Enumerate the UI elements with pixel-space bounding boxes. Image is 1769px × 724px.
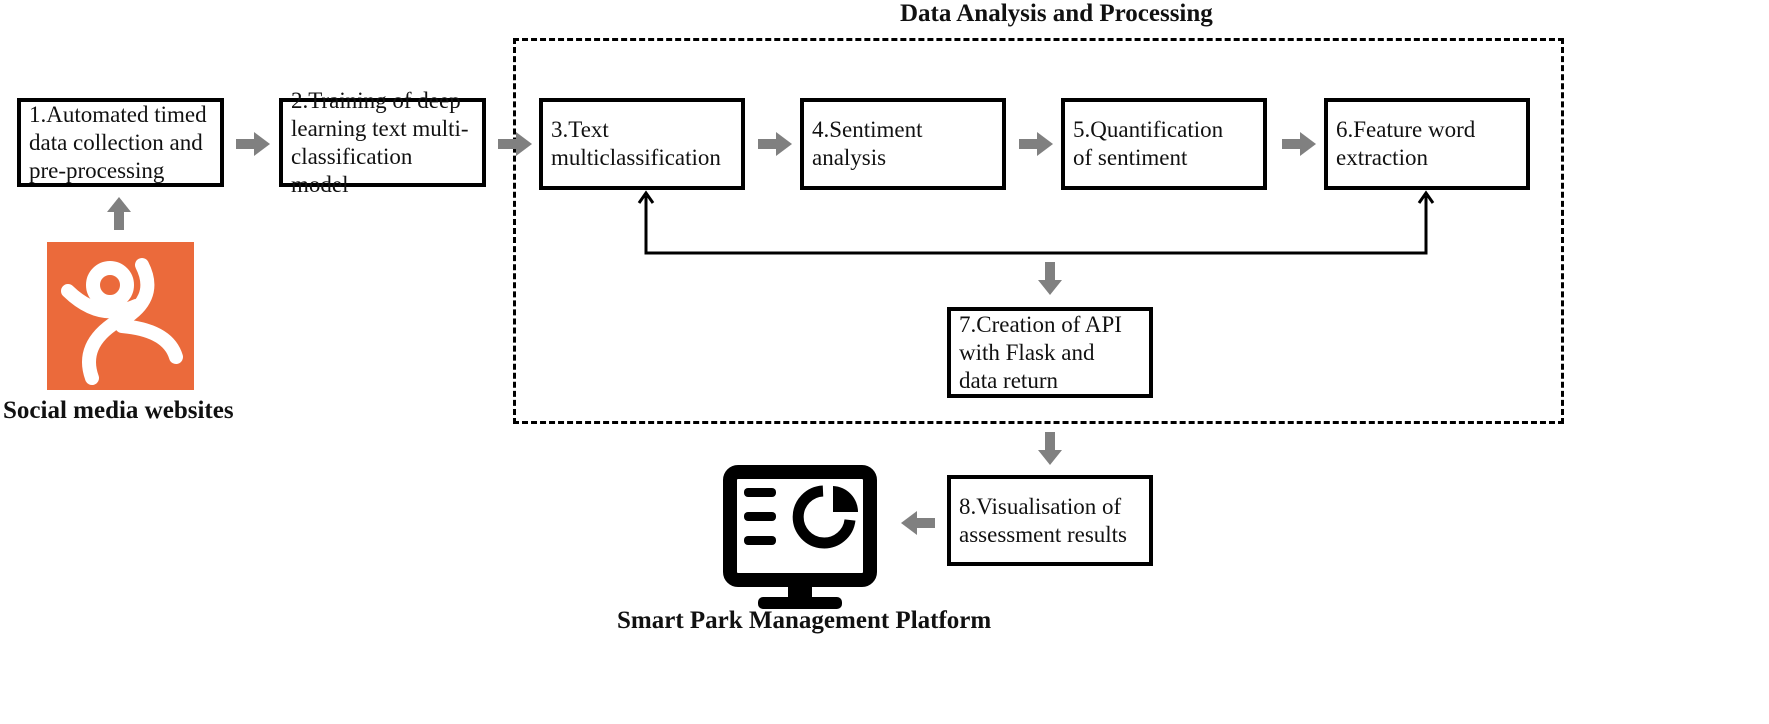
step-6-box: 6.Feature word extraction [1324,98,1530,190]
arrow-4-to-5 [1019,132,1053,156]
step-8-box: 8.Visualisation of assessment results [947,475,1153,566]
arrow-source-to-step-1 [107,197,131,230]
step-5-box: 5.Quantification of sentiment [1061,98,1267,190]
group-title: Data Analysis and Processing [900,0,1213,27]
dianping-logo-icon [47,242,194,390]
arrow-2-to-3 [498,132,532,156]
connector-step-3-to-6 [637,190,1435,255]
step-3-box: 3.Text multiclassification [539,98,745,190]
step-7-box: 7.Creation of API with Flask and data re… [947,307,1153,398]
step-1-box: 1.Automated timed data collection and pr… [17,98,224,187]
arrow-step-8-to-platform [901,511,935,535]
source-caption: Social media websites [3,397,234,424]
arrow-to-step-8 [1038,432,1062,465]
arrow-5-to-6 [1282,132,1316,156]
arrow-3-to-4 [758,132,792,156]
arrow-1-to-2 [236,132,270,156]
arrow-to-step-7 [1038,262,1062,295]
dashboard-monitor-icon [723,465,877,609]
step-4-box: 4.Sentiment analysis [800,98,1006,190]
platform-caption: Smart Park Management Platform [617,607,992,634]
data-analysis-group [513,38,1564,424]
